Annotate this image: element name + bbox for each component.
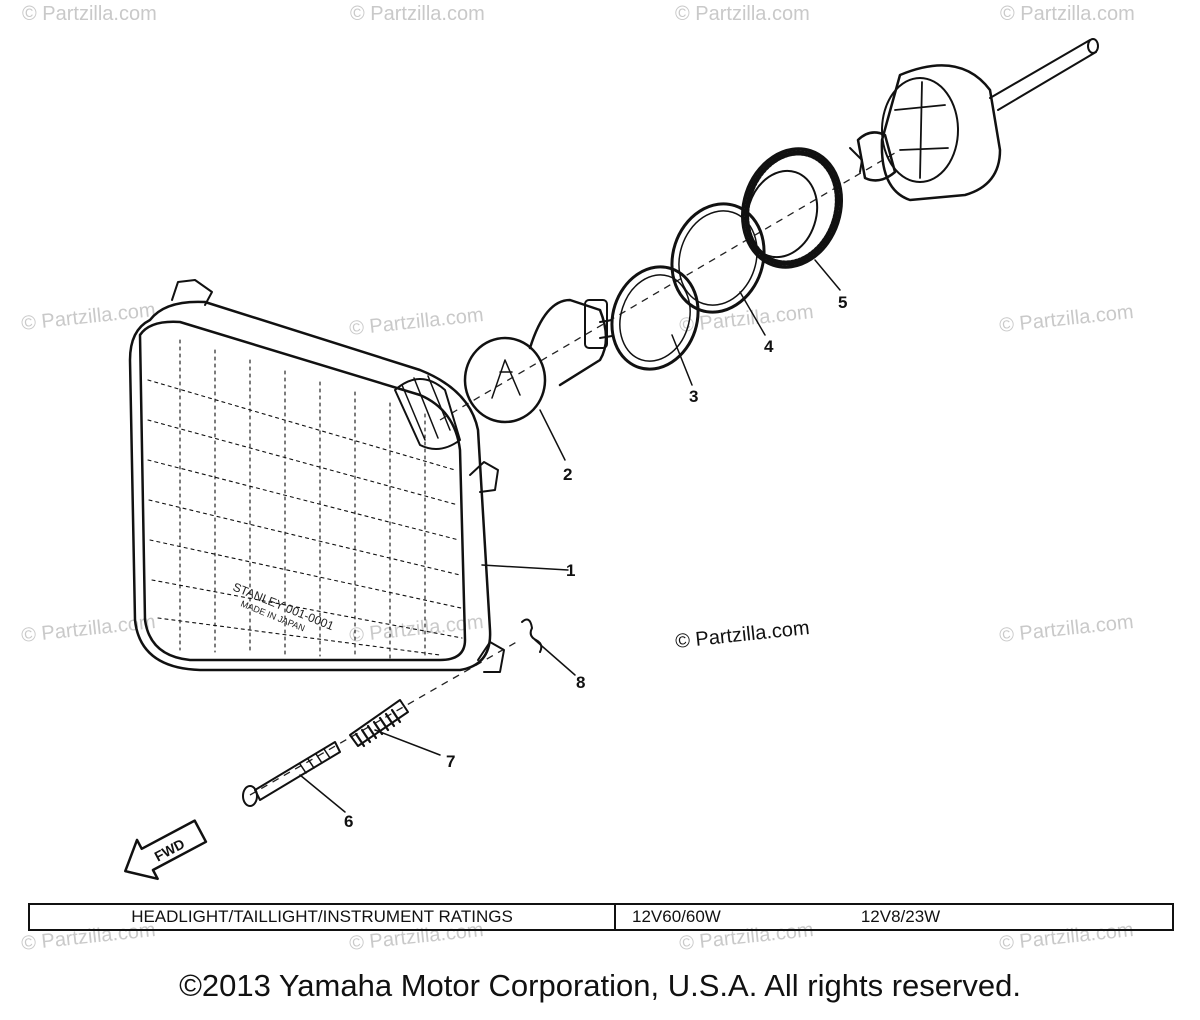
rating-value-2: 12V8/23W [860, 907, 941, 926]
watermark: © Partzilla.com [350, 3, 485, 25]
callout-1: 1 [566, 561, 575, 580]
watermark: © Partzilla.com [348, 304, 484, 340]
ratings-values: 12V60/60W 12V8/23W [616, 905, 1172, 929]
rating-value-1: 12V60/60W [632, 907, 721, 926]
copyright-notice: ©2013 Yamaha Motor Corporation, U.S.A. A… [179, 968, 1021, 1003]
center-watermark: © Partzilla.com [674, 617, 810, 653]
callout-6: 6 [344, 812, 353, 831]
callout-2: 2 [563, 465, 572, 484]
headlight-unit: STANLEY 001-0001 MADE IN JAPAN [128, 279, 505, 673]
callout-labels: 1 2 3 4 5 6 7 8 [344, 293, 847, 831]
adjusting-screw [242, 741, 341, 807]
socket-cover [740, 147, 844, 269]
watermark: © Partzilla.com [1000, 3, 1135, 25]
ratings-label: HEADLIGHT/TAILLIGHT/INSTRUMENT RATINGS [30, 905, 616, 929]
arrow-left-icon [124, 819, 208, 881]
callout-3: 3 [689, 387, 698, 406]
leader-lines [299, 259, 841, 813]
callout-5: 5 [838, 293, 847, 312]
assembly-axis [249, 149, 901, 796]
callout-4: 4 [764, 337, 774, 356]
watermark: © Partzilla.com [22, 3, 157, 25]
retaining-ring [670, 202, 766, 314]
watermark: © Partzilla.com [998, 611, 1134, 647]
ratings-table: HEADLIGHT/TAILLIGHT/INSTRUMENT RATINGS 1… [28, 903, 1174, 931]
callout-7: 7 [446, 752, 455, 771]
lens-pattern [147, 339, 463, 659]
callout-8: 8 [576, 673, 585, 692]
spring-clip [521, 618, 543, 653]
rear-socket [849, 38, 1099, 202]
watermark: © Partzilla.com [998, 301, 1134, 337]
watermark: © Partzilla.com [20, 299, 156, 335]
watermark: © Partzilla.com [675, 3, 810, 25]
forward-direction-indicator: FWD [124, 819, 208, 881]
bulb [463, 298, 613, 424]
watermark-layer: © Partzilla.com © Partzilla.com © Partzi… [20, 3, 1135, 955]
adjusting-spring [349, 699, 409, 748]
